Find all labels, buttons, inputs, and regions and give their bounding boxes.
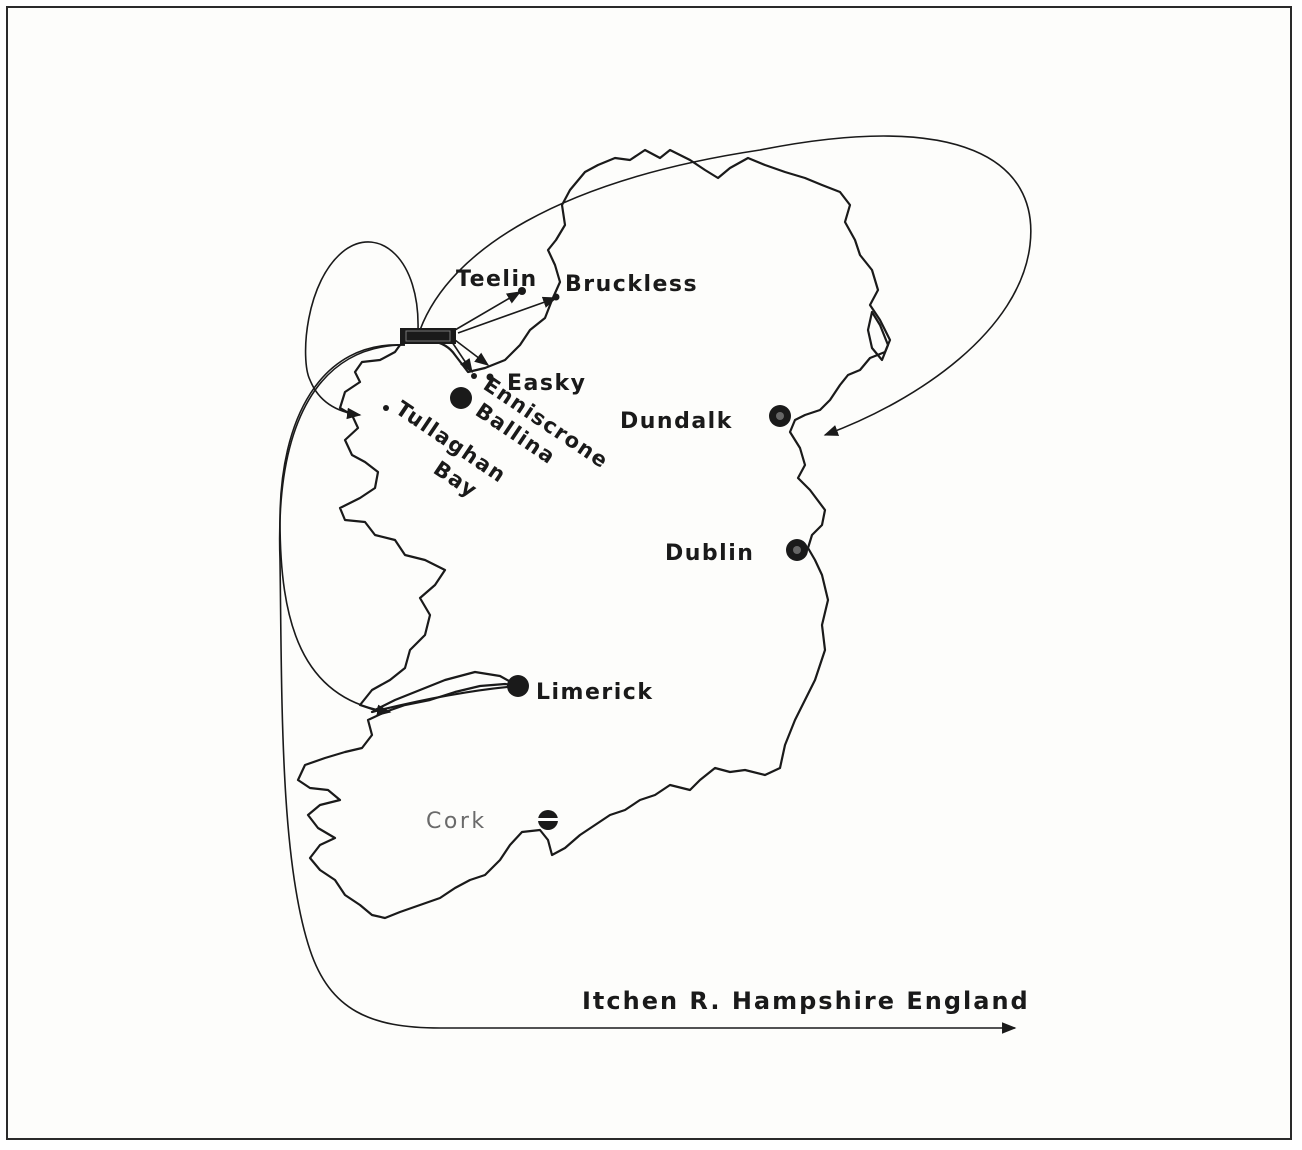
easky-dot	[486, 373, 494, 381]
dundalk-bay-detail	[866, 310, 890, 362]
route-to-england	[278, 344, 1017, 1034]
bruckless-dot	[552, 293, 560, 301]
label-limerick: Limerick	[536, 680, 653, 705]
label-teelin: Teelin	[456, 267, 538, 292]
cork-marker	[538, 810, 558, 830]
label-bruckless: Bruckless	[565, 272, 698, 297]
ireland-coastline	[296, 148, 892, 920]
route-to-enniscrone	[451, 341, 473, 374]
teelin-dot	[518, 287, 526, 295]
label-dublin: Dublin	[665, 541, 754, 566]
route-loop-west	[304, 241, 419, 420]
route-to-bruckless	[457, 296, 558, 334]
route-to-teelin	[454, 291, 522, 331]
label-cork: Cork	[426, 809, 487, 834]
label-dundalk: Dundalk	[620, 409, 733, 434]
enniscrone-dot	[471, 373, 477, 379]
origin-marker	[400, 328, 456, 344]
label-destination: Itchen R. Hampshire England	[582, 987, 1030, 1015]
label-easky: Easky	[507, 371, 586, 396]
tullaghan-dot	[383, 405, 389, 411]
route-to-easky	[454, 339, 490, 366]
ballina-marker	[450, 387, 472, 409]
route-to-dundalk	[419, 135, 1032, 436]
map-frame	[6, 6, 1292, 1140]
limerick-marker	[507, 675, 529, 697]
